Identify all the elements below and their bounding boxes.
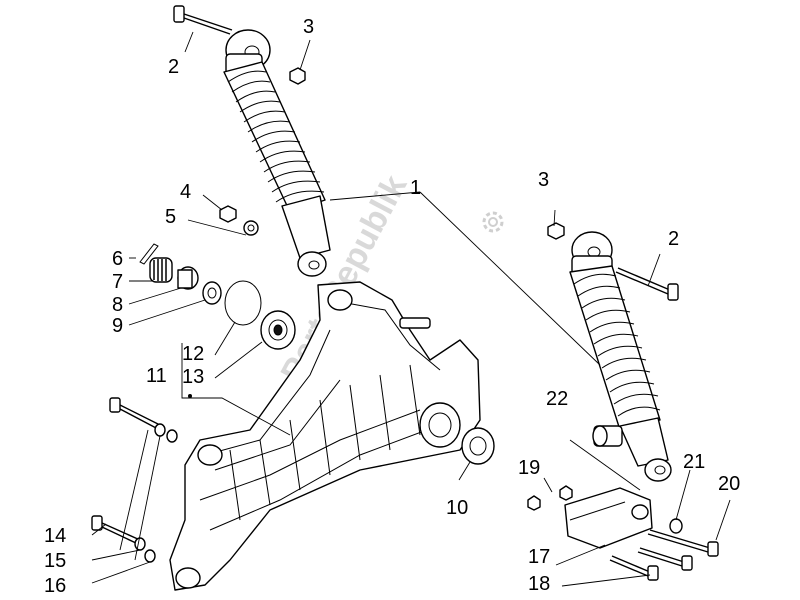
callout-20: 20	[718, 473, 740, 495]
swing-arm	[169, 281, 481, 591]
callout-2-left: 2	[168, 56, 179, 78]
callout-14: 14	[44, 525, 66, 547]
callout-9: 9	[112, 315, 123, 337]
callout-16: 16	[44, 575, 66, 597]
nut-19-b	[559, 485, 573, 501]
mounting-bracket	[564, 487, 653, 549]
washer-5	[243, 220, 259, 236]
washer-15-upper	[154, 423, 166, 437]
callout-1: 1	[410, 177, 421, 199]
bearing-13	[260, 310, 296, 350]
callout-13: 13	[182, 366, 204, 388]
bolt-2-left	[173, 5, 233, 35]
roller-bearing-7	[149, 257, 173, 283]
callout-3-left: 3	[303, 16, 314, 38]
washer-16-upper	[166, 429, 178, 443]
callout-labels: 1 2 3 4 5 6 7 8 9 10 11 12 13 14 15 16 1…	[44, 16, 740, 597]
bushing-8	[177, 266, 199, 290]
leader-lines	[91, 31, 731, 587]
gear-icon	[482, 211, 504, 233]
left-shock-absorber	[173, 5, 331, 277]
callout-6: 6	[112, 248, 123, 270]
bolt-18-a	[609, 555, 659, 581]
callout-15: 15	[44, 550, 66, 572]
callout-3-right: 3	[538, 169, 549, 191]
washer-21	[669, 518, 683, 534]
nut-3-right	[547, 222, 565, 240]
callout-4: 4	[180, 181, 191, 203]
nut-19-a	[527, 495, 541, 511]
bushing-10	[461, 427, 495, 465]
callout-12: 12	[182, 343, 204, 365]
callout-2-right: 2	[668, 228, 679, 250]
callout-21: 21	[683, 451, 705, 473]
bolt-2-right	[615, 267, 679, 301]
callout-17: 17	[528, 546, 550, 568]
cotter-pin-6	[139, 243, 159, 265]
nut-4	[219, 205, 237, 223]
callout-5: 5	[165, 206, 176, 228]
right-shock-absorber	[547, 222, 679, 482]
group-marker-dot	[188, 394, 192, 398]
spacer-22	[592, 425, 623, 447]
callout-11: 11	[146, 365, 167, 387]
callout-22: 22	[546, 388, 568, 410]
callout-10: 10	[446, 497, 468, 519]
washer-16-lower	[144, 549, 156, 563]
bolt-18-b	[637, 547, 693, 571]
callout-7: 7	[112, 271, 123, 293]
callout-8: 8	[112, 294, 123, 316]
bolt-14-upper	[109, 397, 161, 430]
washer-15-lower	[134, 537, 146, 551]
circlip-12	[224, 280, 262, 326]
callout-18: 18	[528, 573, 550, 595]
seal-9	[202, 281, 222, 305]
callout-19: 19	[518, 457, 540, 479]
bolt-20	[647, 529, 719, 557]
bolt-14-lower	[91, 515, 141, 545]
